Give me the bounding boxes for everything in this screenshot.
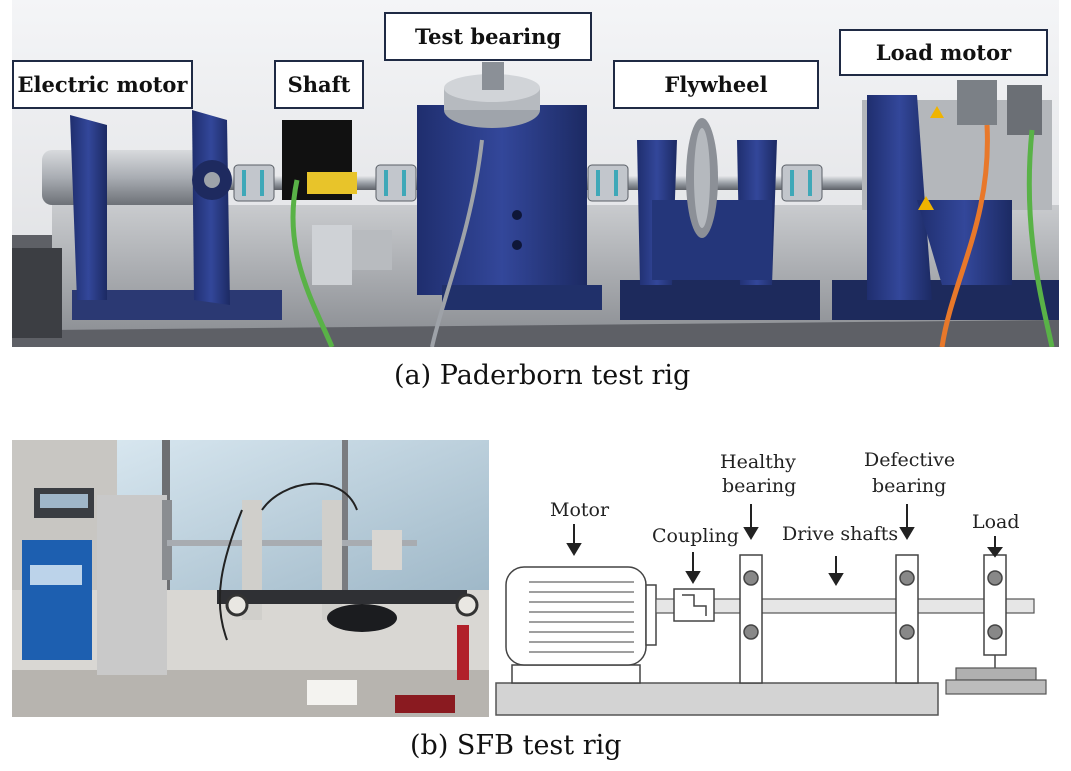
healthy-bearing-icon bbox=[739, 554, 763, 684]
caption-b: (b) SFB test rig bbox=[410, 730, 622, 761]
orange-cable bbox=[939, 124, 990, 347]
green-cable-left bbox=[290, 179, 335, 347]
label-healthy-line1: Healthy bbox=[720, 451, 796, 473]
label-healthy-line2: bearing bbox=[722, 475, 796, 497]
callout-shaft-label: Shaft bbox=[287, 72, 351, 97]
label-defective-line2: bearing bbox=[872, 475, 946, 497]
callout-load-motor-label: Load motor bbox=[875, 40, 1012, 65]
electric-motor-unit bbox=[42, 110, 282, 320]
sfb-schematic-drawing: Motor Coupling Healthy bearing Drive sha… bbox=[494, 440, 1059, 717]
load-motor-unit bbox=[832, 80, 1059, 320]
caption-a: (a) Paderborn test rig bbox=[394, 360, 691, 391]
test-bearing-module bbox=[417, 62, 602, 310]
sfb-schematic: Motor Coupling Healthy bearing Drive sha… bbox=[494, 440, 1059, 717]
green-cable-right bbox=[1026, 129, 1055, 347]
grey-cable bbox=[430, 139, 484, 347]
defective-bearing-icon bbox=[895, 554, 919, 684]
callout-test-bearing: Test bearing bbox=[384, 12, 592, 61]
arrow-icon bbox=[566, 504, 1003, 586]
base-plate bbox=[495, 682, 939, 716]
sfb-rig-illustration bbox=[12, 440, 489, 717]
callout-electric-motor: Electric motor bbox=[12, 60, 193, 109]
label-defective-line1: Defective bbox=[864, 449, 955, 471]
label-coupling: Coupling bbox=[652, 525, 739, 547]
callout-shaft: Shaft bbox=[274, 60, 364, 109]
flywheel-unit bbox=[620, 118, 820, 320]
label-motor: Motor bbox=[550, 499, 610, 521]
load-weight bbox=[955, 667, 1037, 681]
label-drive-shafts: Drive shafts bbox=[782, 523, 898, 545]
callout-test-bearing-label: Test bearing bbox=[414, 24, 562, 49]
callout-flywheel-label: Flywheel bbox=[664, 72, 768, 97]
load-bearing-icon bbox=[983, 554, 1007, 668]
sfb-shaft bbox=[167, 540, 417, 546]
callout-flywheel: Flywheel bbox=[613, 60, 819, 109]
callout-load-motor: Load motor bbox=[839, 29, 1048, 76]
drive-controller bbox=[22, 540, 92, 660]
sfb-rig-photo bbox=[12, 440, 489, 717]
motor-body bbox=[505, 566, 657, 684]
callout-electric-motor-label: Electric motor bbox=[17, 72, 188, 97]
label-load: Load bbox=[972, 511, 1020, 533]
